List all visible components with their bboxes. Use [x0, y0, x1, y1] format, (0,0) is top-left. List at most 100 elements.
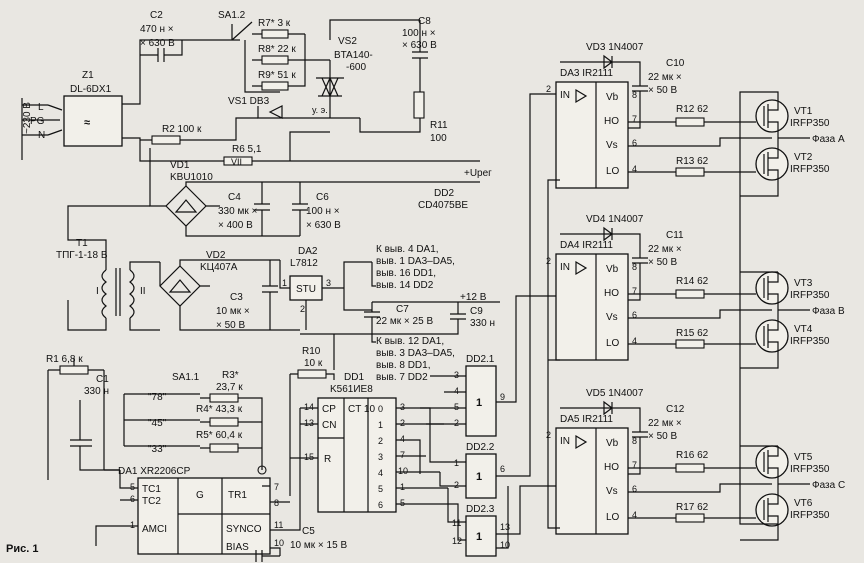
phase-a-label: Фаза A	[812, 134, 845, 145]
da1-pinnum-7: 7	[274, 482, 279, 492]
c8-capacitor: C8 100 н × × 630 В	[402, 16, 437, 92]
r12-ref: R12 62	[676, 104, 709, 115]
switch-sa12: SA1.2	[218, 10, 280, 93]
da2-pin1: 1	[282, 278, 287, 288]
dd21-pin4: 4	[454, 386, 459, 396]
r10-ref: R10	[302, 346, 321, 357]
c4-value1: 330 мк ×	[218, 206, 257, 217]
vt6-ref: VT6	[794, 498, 813, 509]
da3-pin-ho: HO	[604, 116, 619, 127]
vt5-symbol	[755, 445, 789, 479]
pwr-plus-line4: выв. 14 DD2	[376, 280, 434, 291]
dd21-pin2: 2	[454, 418, 459, 428]
da5-pinnum-ho: 7	[632, 460, 637, 470]
gate-dd22: DD2.2 1 1 2 6	[429, 93, 560, 499]
da4-pin-ho: HO	[604, 288, 619, 299]
driver-stage-b: VD4 1N4007 C11 22 мк × × 50 В DA4 IR2111…	[546, 214, 845, 361]
r2-ref: R2 100 к	[162, 124, 202, 135]
dd21-pin3: 3	[454, 370, 459, 380]
r6-ref: R6 5,1	[232, 144, 262, 155]
c9-ref: C9	[470, 306, 483, 317]
vs1-ref: VS1 DB3	[228, 96, 270, 107]
dd1-out1: 1	[378, 420, 383, 430]
c2-value2: × 630 В	[140, 38, 175, 49]
c3-capacitor: C3 10 мк × × 50 В	[216, 260, 278, 331]
dd1-out3: 3	[378, 452, 383, 462]
transformer-t1: T1 ТПГ-1-18 В I II	[56, 205, 160, 331]
da1-ref: DA1 XR2206CP	[118, 466, 191, 477]
resistor-r5: R5* 60,4 к	[196, 430, 262, 453]
da1-pinnum-1: 1	[130, 520, 135, 530]
dd1-out2: 2	[378, 436, 383, 446]
sa11-ref: SA1.1	[172, 372, 200, 383]
dd23-ref: DD2.3	[466, 504, 495, 515]
dd1-pin7: 7	[400, 450, 405, 460]
da4-ref: DA4 IR2111	[560, 240, 613, 251]
t1-winding2: II	[140, 286, 146, 297]
resistor-r9: R9* 51 к	[252, 34, 330, 91]
ic-da1: DA1 XR2206CP TC1 TC2 G TR1 AMCI SYNCO BI…	[95, 465, 301, 556]
vs2-pin-ue: у. э.	[312, 105, 328, 115]
resistor-r4: R4* 43,3 к	[196, 404, 262, 427]
sa11-pos-33: "33"	[148, 444, 167, 455]
dd21-pin9: 9	[500, 392, 505, 402]
c8-value1: 100 н ×	[402, 28, 436, 39]
pwr-plus-line3: выв. 16 DD1,	[376, 268, 436, 279]
power-gnd-note: К выв. 12 DA1, выв. 3 DA3–DA5, выв. 8 DD…	[371, 334, 455, 383]
da4-pin-vb: Vb	[606, 264, 619, 275]
pwr-gnd-line3: выв. 8 DD1,	[376, 360, 431, 371]
dd22-box	[465, 453, 497, 499]
dd2-type: CD4075BE	[418, 200, 468, 211]
da1-pin-tr1: TR1	[228, 490, 247, 501]
da3-pinnum-vs: 6	[632, 138, 637, 148]
sa11-pos-45: "45"	[148, 418, 167, 429]
da4-pinnum-lo: 4	[632, 336, 637, 346]
dd2-ref: DD2	[434, 188, 454, 199]
r3-ref: R3*	[222, 370, 239, 381]
dd1-pin15: 15	[304, 452, 314, 462]
r7-ref: R7* 3 к	[258, 18, 291, 29]
c9-capacitor: C9 330 н	[300, 302, 495, 335]
c1-ref: C1	[96, 374, 109, 385]
vt1-type: IRFP350	[790, 118, 830, 129]
resistor-r10: R10 10 к	[289, 334, 335, 496]
gate-dd21: DD2.1 1 3 4 5 2 9	[420, 295, 560, 437]
vt5-ref: VT5	[794, 452, 813, 463]
c1-capacitor: C1 330 н	[70, 374, 120, 471]
da4-pin-in: IN	[560, 262, 570, 273]
c6-capacitor: C6 100 н × × 630 В	[292, 181, 480, 236]
plus12-rail: +12 В	[372, 292, 500, 303]
dd23-box	[465, 515, 497, 557]
dd1-pin4: 4	[400, 434, 405, 444]
vs2-type1: BTA140-	[334, 50, 373, 61]
dd21-sym: 1	[476, 397, 482, 409]
c7-ref: C7	[396, 304, 409, 315]
c12-value2: × 50 В	[648, 431, 678, 442]
z1-type: DL-6DX1	[70, 84, 112, 95]
dd1-out0: 0	[378, 404, 383, 414]
dd1-pin5: 5	[400, 498, 405, 508]
r6-tag: VII	[231, 157, 242, 167]
vt3-symbol	[755, 271, 789, 305]
r15-ref: R15 62	[676, 328, 709, 339]
da5-pin-in: IN	[560, 436, 570, 447]
dd21-box	[465, 365, 497, 437]
da5-pinnum-vs: 6	[632, 484, 637, 494]
dd22-pin2: 2	[454, 480, 459, 490]
dd1-pin3: 3	[400, 402, 405, 412]
bridge-vd2: VD2 KЦ407A	[159, 250, 300, 331]
resistor-r2: R2 100 к	[140, 117, 258, 145]
dd1-out4: 4	[378, 468, 383, 478]
pwr-plus-line1: К выв. 4 DA1,	[376, 244, 439, 255]
dd23-pin10: 10	[500, 540, 510, 550]
vt3-type: IRFP350	[790, 290, 830, 301]
dd1-r: R	[324, 454, 331, 465]
da3-pinnum-lo: 4	[632, 164, 637, 174]
resistor-r1: R1 6,8 к	[46, 354, 104, 480]
pwr-gnd-line4: выв. 7 DD2	[376, 372, 428, 383]
r9-ref: R9* 51 к	[258, 70, 296, 81]
dd22-pin6: 6	[500, 464, 505, 474]
vd3-ref: VD3 1N4007	[586, 42, 644, 53]
sa11-pos-78: "78"	[148, 392, 167, 403]
da1-pinnum-11: 11	[274, 520, 283, 530]
